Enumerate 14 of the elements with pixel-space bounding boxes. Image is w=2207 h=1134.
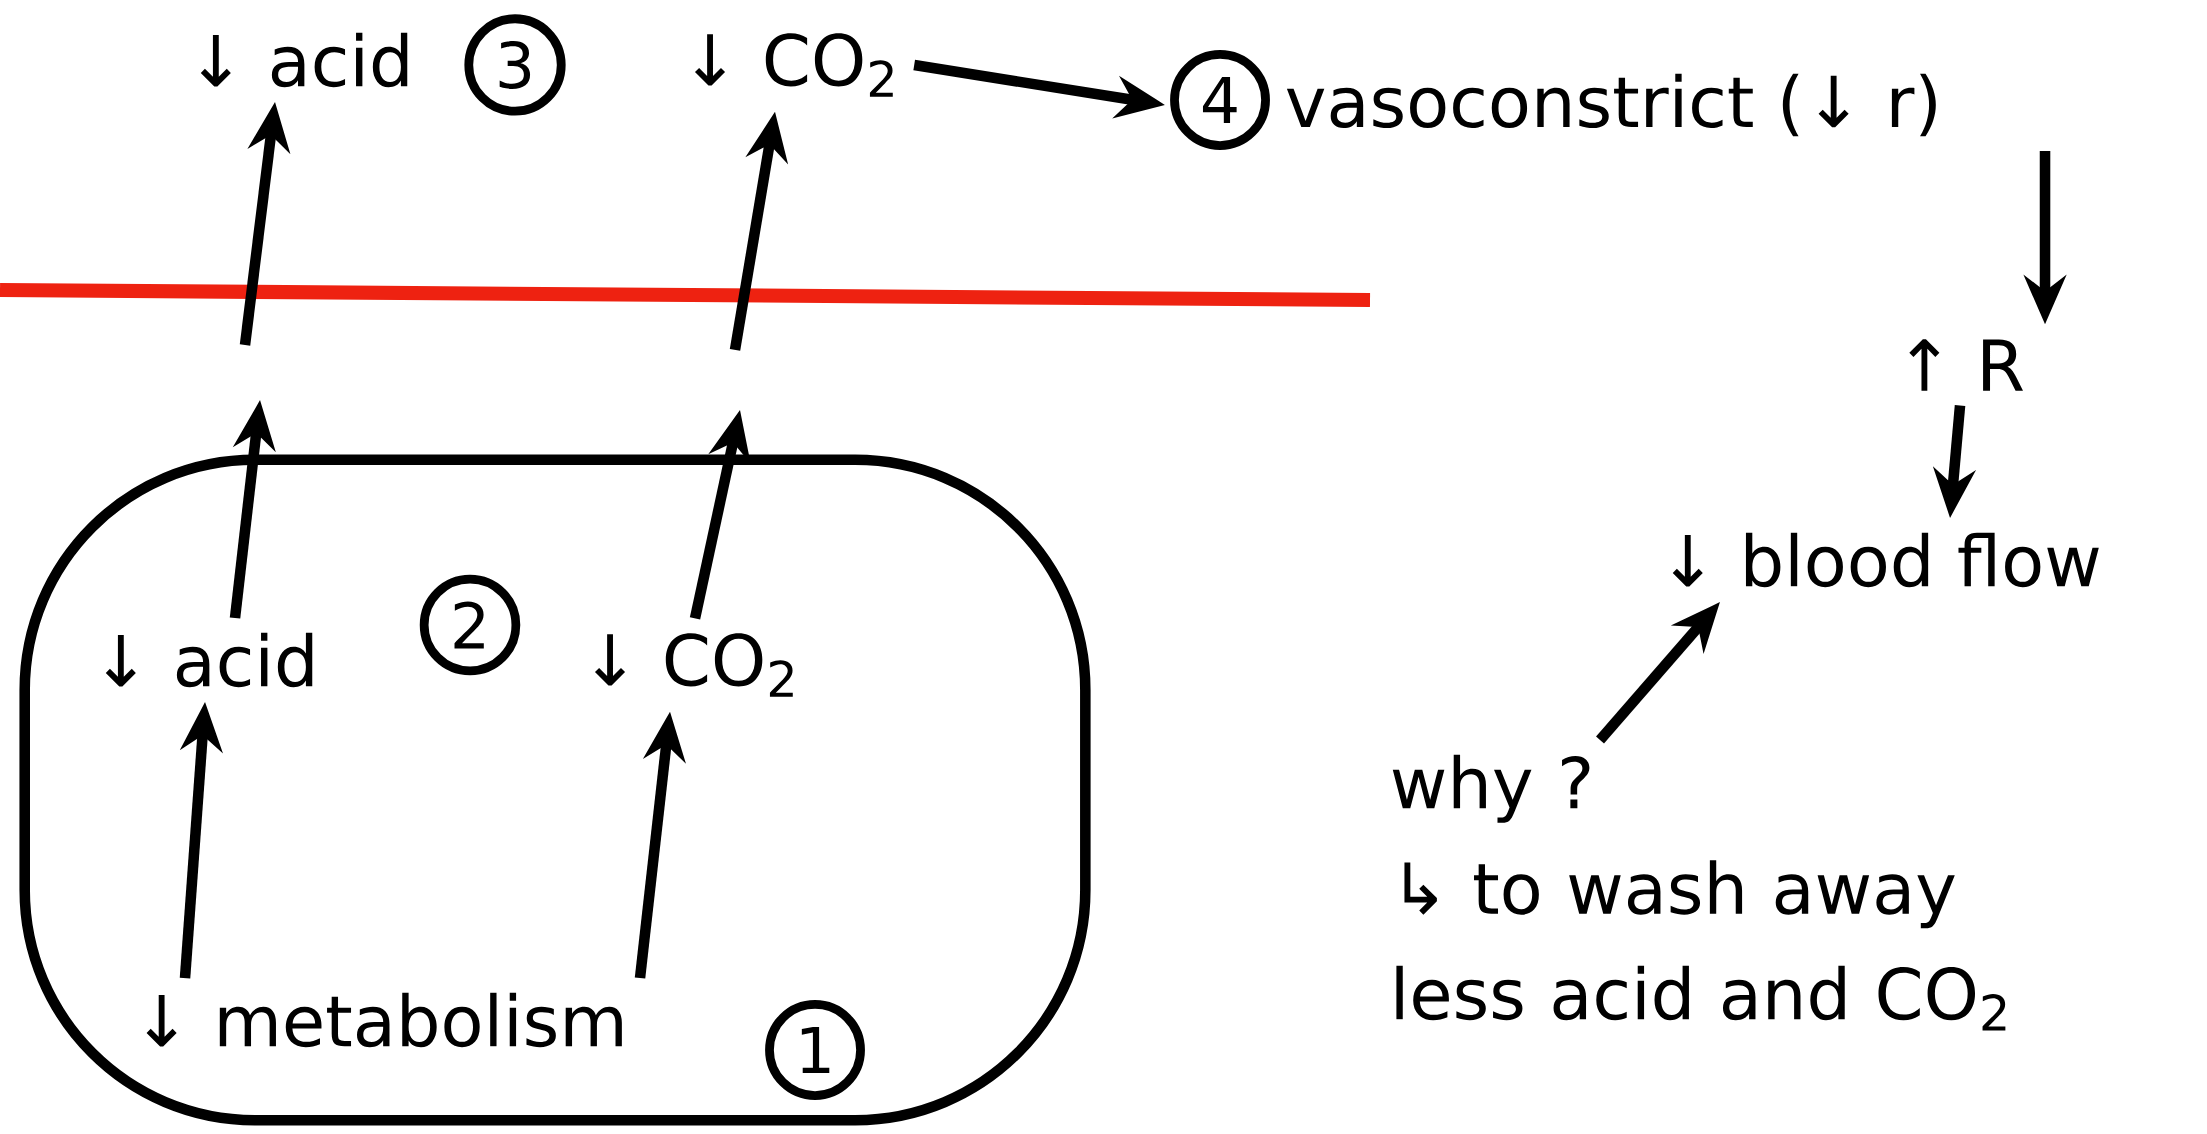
circled-number: 1	[765, 1000, 865, 1100]
handwritten-label: vasoconstrict (↓ r)	[1286, 73, 1936, 137]
handwritten-label: ↓ acid	[200, 32, 408, 88]
circled-number: 4	[1170, 50, 1270, 150]
handwritten-label: ↑ R	[1909, 339, 2023, 391]
circled-number: 3	[464, 14, 566, 116]
handwritten-label: ↓ acid	[105, 632, 313, 688]
handwritten-label: ↓ CO$_{2}$	[695, 33, 893, 97]
circled-number: 2	[419, 574, 521, 676]
note-text: why ? ↳ to wash away less acid and CO$_{2}$	[1392, 754, 2006, 1031]
handwritten-label: ↓ blood flow	[1672, 532, 2099, 588]
handwritten-label: ↓ CO$_{2}$	[595, 633, 793, 697]
handwritten-label: ↓ metabolism	[146, 992, 622, 1048]
cell-outline	[19, 454, 1091, 1126]
